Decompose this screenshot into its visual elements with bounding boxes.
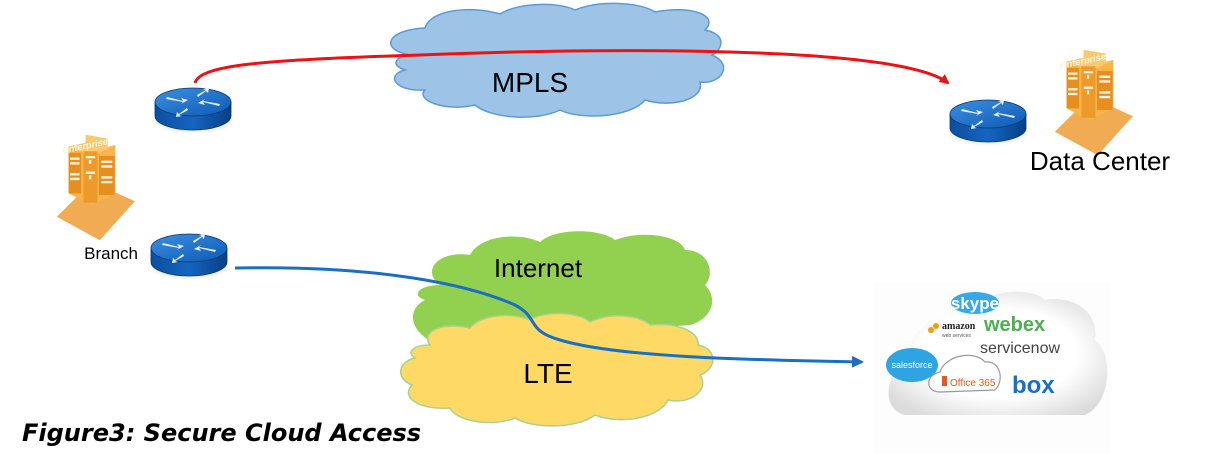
office365-logo: Office 365 bbox=[928, 354, 1001, 393]
svg-text:salesforce: salesforce bbox=[891, 360, 932, 370]
internet-lte-link bbox=[234, 266, 864, 368]
svg-text:skype: skype bbox=[951, 294, 999, 313]
lte-cloud: LTE bbox=[400, 312, 714, 427]
figure-caption: Figure3: Secure Cloud Access bbox=[22, 419, 421, 447]
internet-label: Internet bbox=[494, 253, 583, 283]
svg-text:amazon: amazon bbox=[942, 321, 976, 332]
svg-text:web services: web services bbox=[942, 333, 971, 339]
amazon-web-services-logo: amazon web services bbox=[928, 321, 976, 339]
mpls-label: MPLS bbox=[492, 67, 568, 98]
branch-router-icon[interactable] bbox=[146, 233, 232, 281]
saas-cloud: skype amazon web services webex servicen… bbox=[873, 283, 1111, 453]
branch-mpls-router-icon[interactable] bbox=[150, 87, 236, 135]
webex-logo: webex bbox=[983, 314, 1045, 336]
branch-building-icon: Enterprise bbox=[56, 134, 135, 241]
salesforce-logo: salesforce bbox=[886, 348, 938, 382]
servicenow-logo: servicenow bbox=[980, 340, 1060, 357]
internet-cloud: Internet bbox=[413, 231, 713, 345]
mpls-link bbox=[193, 49, 950, 85]
lte-label: LTE bbox=[523, 358, 572, 389]
branch-label: Branch bbox=[84, 244, 138, 263]
box-logo: box bbox=[1012, 372, 1055, 399]
skype-logo: skype bbox=[951, 292, 999, 314]
datacenter-building-icon: Enterprise bbox=[1054, 49, 1133, 156]
datacenter-router-icon[interactable] bbox=[945, 99, 1031, 147]
svg-text:Office 365: Office 365 bbox=[950, 378, 996, 389]
datacenter-label: Data Center bbox=[1030, 146, 1171, 176]
mpls-cloud: MPLS bbox=[390, 2, 725, 118]
